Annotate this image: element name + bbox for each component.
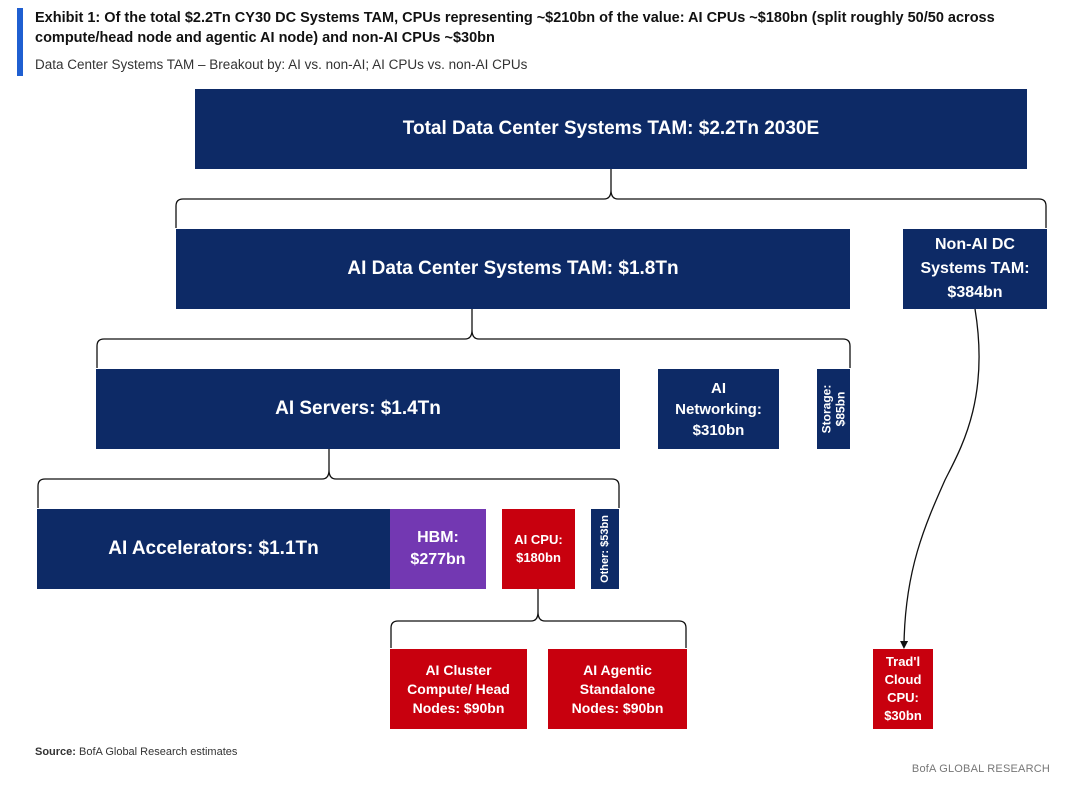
source-text: BofA Global Research estimates: [75, 746, 238, 758]
ai-accelerators-label: AI Accelerators: $1.1Tn: [108, 538, 319, 559]
ai-accelerators-box: AI Accelerators: $1.1Tn: [37, 509, 390, 589]
cluster-compute-box: AI Cluster Compute/ Head Nodes: $90bn: [390, 649, 527, 729]
brace-total: [175, 169, 1047, 228]
trad-cloud-cpu-label: Trad'l Cloud CPU: $30bn: [884, 654, 922, 723]
ai-dc-tam-box: AI Data Center Systems TAM: $1.8Tn: [176, 229, 850, 309]
ai-dc-tam-label: AI Data Center Systems TAM: $1.8Tn: [347, 258, 679, 279]
ai-cpu-box: AI CPU: $180bn: [502, 509, 575, 589]
non-ai-dc-tam-box: Non-AI DC Systems TAM: $384bn: [903, 229, 1047, 309]
source-label: Source:: [35, 746, 76, 758]
exhibit-subtitle: Data Center Systems TAM – Breakout by: A…: [35, 57, 528, 72]
cluster-compute-label: AI Cluster Compute/ Head Nodes: $90bn: [407, 661, 510, 716]
ai-servers-label: AI Servers: $1.4Tn: [275, 398, 441, 419]
ai-networking-label: AI Networking: $310bn: [675, 379, 762, 439]
brand-footer: BofA GLOBAL RESEARCH: [911, 763, 1050, 775]
agentic-nodes-label: AI Agentic Standalone Nodes: $90bn: [571, 661, 664, 716]
ai-servers-box: AI Servers: $1.4Tn: [96, 369, 620, 449]
hbm-label: HBM: $277bn: [410, 529, 466, 568]
trad-cloud-cpu-box: Trad'l Cloud CPU: $30bn: [873, 649, 933, 729]
arrow-non-ai-to-cpu: [900, 308, 980, 649]
total-dc-tam-label: Total Data Center Systems TAM: $2.2Tn 20…: [402, 118, 820, 139]
hbm-box: HBM: $277bn: [390, 509, 486, 589]
storage-box: Storage: $85bn: [817, 369, 850, 449]
brace-ai-dc: [96, 309, 851, 368]
exhibit-title: Exhibit 1: Of the total $2.2Tn CY30 DC S…: [35, 10, 995, 46]
ai-cpu-label: AI CPU: $180bn: [514, 532, 563, 565]
other-box: Other: $53bn: [591, 509, 619, 589]
agentic-nodes-box: AI Agentic Standalone Nodes: $90bn: [548, 649, 687, 729]
source-note: Source: BofA Global Research estimates: [35, 746, 237, 758]
storage-label: Storage: $85bn: [819, 384, 848, 434]
brace-ai-cpu: [390, 589, 687, 648]
brace-ai-servers: [37, 449, 620, 508]
total-dc-tam-box: Total Data Center Systems TAM: $2.2Tn 20…: [195, 89, 1027, 169]
ai-networking-box: AI Networking: $310bn: [658, 369, 779, 449]
other-label: Other: $53bn: [599, 515, 612, 583]
title-accent-bar: [17, 8, 23, 76]
non-ai-dc-tam-label: Non-AI DC Systems TAM: $384bn: [920, 236, 1030, 301]
